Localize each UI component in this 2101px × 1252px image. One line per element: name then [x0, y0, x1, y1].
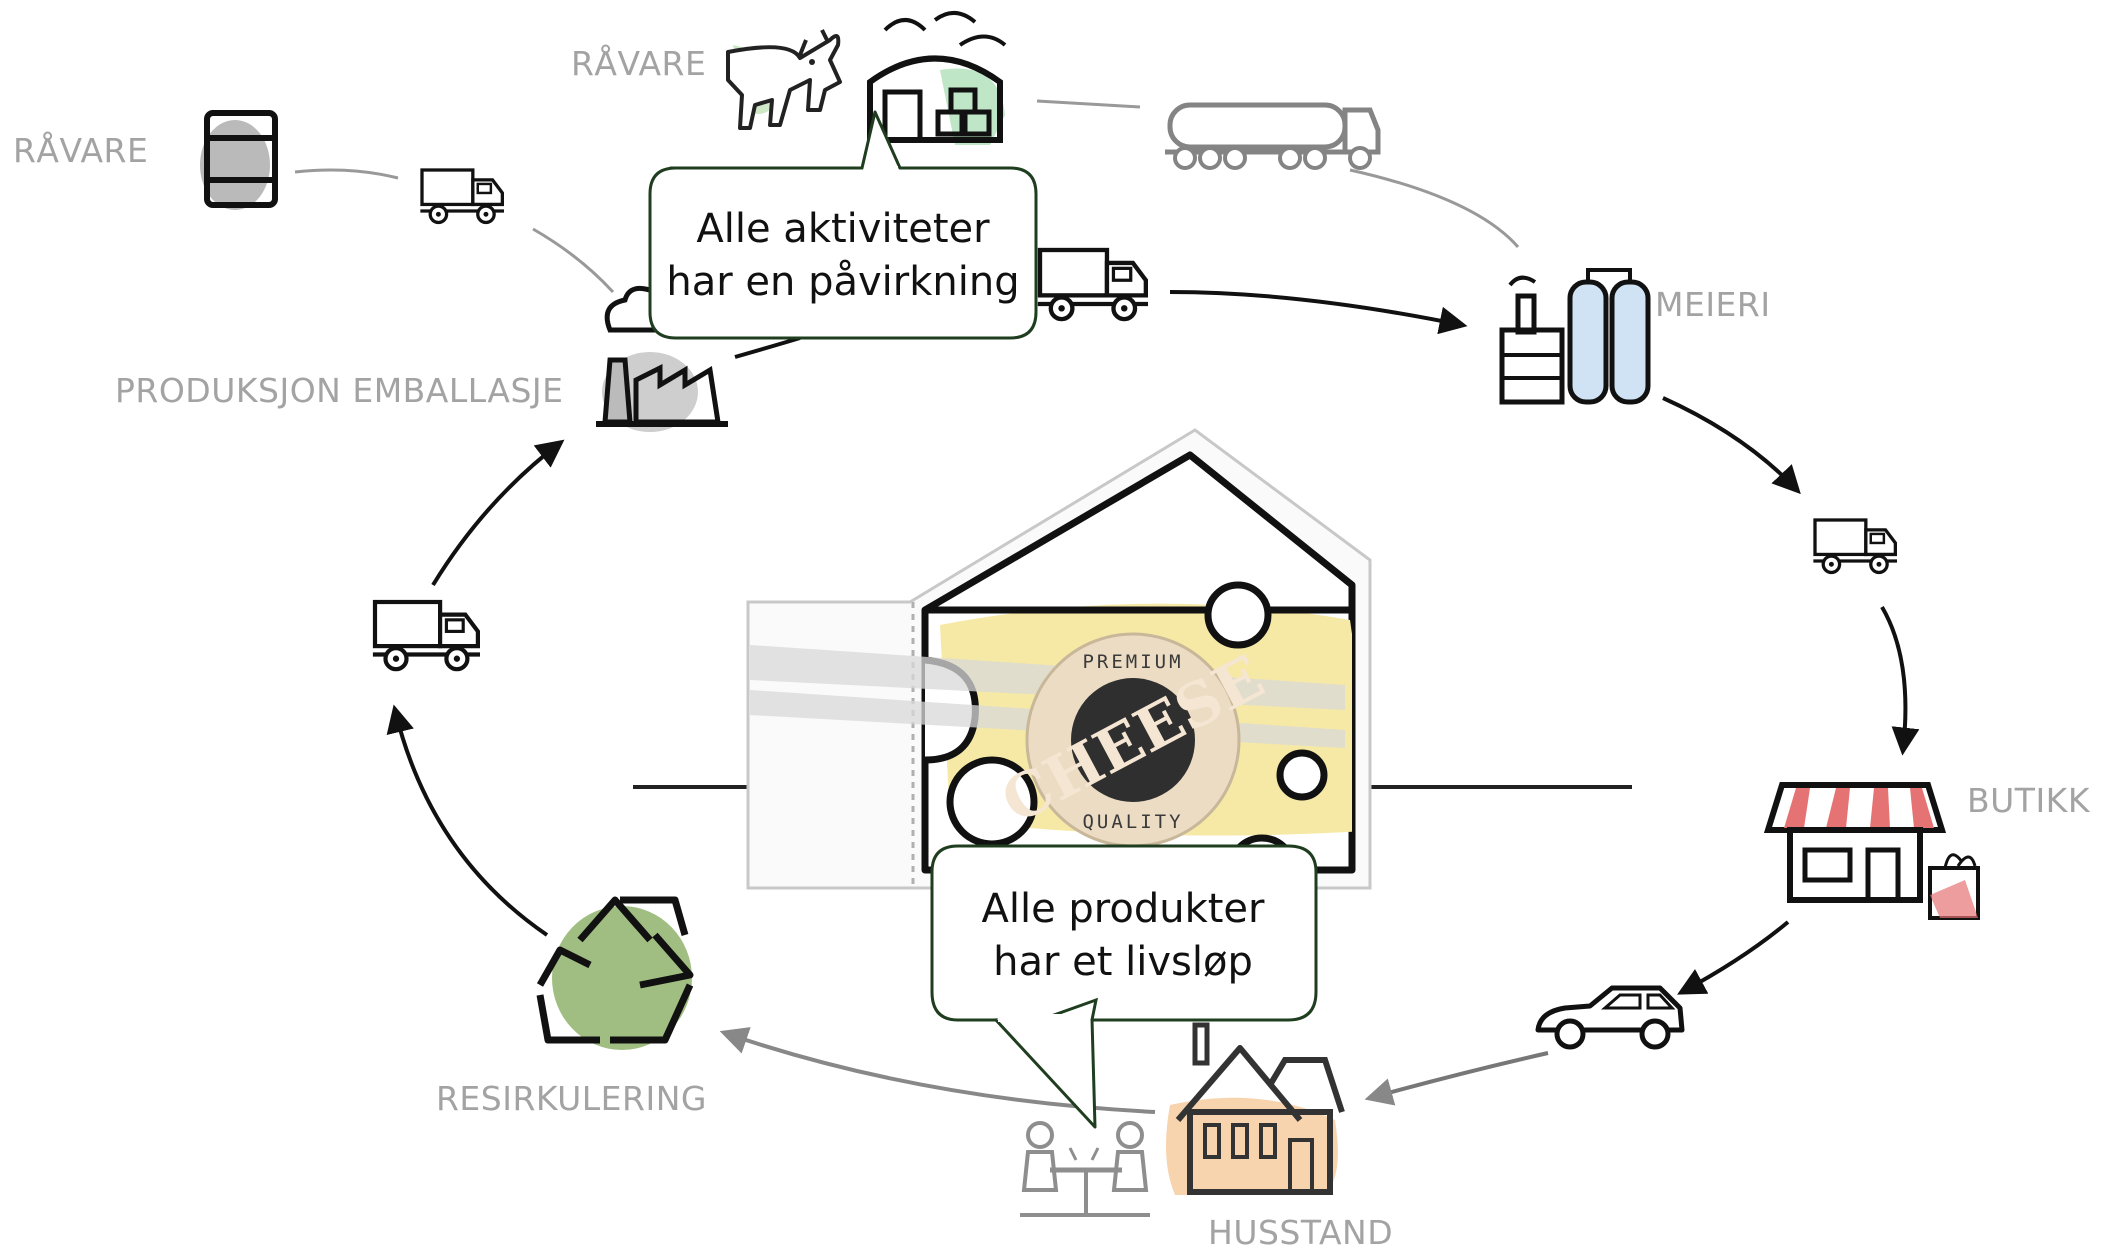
- truck-icon-upper-left: [418, 168, 506, 225]
- arrow-truck-to-factory: [431, 439, 565, 587]
- connector-barn-to-tanker: [1036, 99, 1141, 109]
- connector-oil-to-truck: [294, 168, 399, 180]
- truck-icon-top: [1038, 250, 1148, 319]
- label-butikk: BUTIKK: [1967, 781, 2091, 820]
- arrow-truck-to-dairy: [1169, 290, 1468, 335]
- dining-people-icon: [1020, 1121, 1150, 1217]
- label-ravare-oil: RÅVARE: [13, 130, 148, 170]
- oil-barrel-icon: [200, 110, 278, 210]
- label-produksjon-emballasje: PRODUKSJON EMBALLASJE: [115, 371, 564, 410]
- barn-icon: [867, 11, 1007, 145]
- truck-icon-right: [1811, 518, 1899, 575]
- arrow-store-to-car: [1677, 920, 1790, 995]
- callout-top-line2: har en påvirkning: [666, 259, 1019, 305]
- callout-top-line1: Alle aktiviteter: [696, 206, 990, 252]
- truck-icon-left: [373, 602, 480, 669]
- car-icon: [1535, 985, 1685, 1050]
- label-meieri: MEIERI: [1655, 285, 1771, 324]
- callout-top: Alle aktiviteter har en påvirkning: [648, 110, 1038, 340]
- shopping-bag-icon: [1928, 853, 1980, 920]
- callout-bottom: Alle produkter har et livsløp: [930, 844, 1318, 1129]
- badge-top-text: PREMIUM: [1082, 651, 1183, 673]
- connector-tanker-to-dairy: [1349, 168, 1520, 248]
- label-ravare-milk: RÅVARE: [571, 43, 706, 83]
- label-husstand: HUSSTAND: [1208, 1213, 1393, 1252]
- cheese-package-icon: PREMIUM QUALITY CHEESE: [633, 428, 1632, 906]
- connector-truck-to-factory: [532, 227, 615, 294]
- dairy-factory-icon: [1499, 268, 1651, 405]
- house-icon: [1166, 1022, 1345, 1195]
- label-resirkulering: RESIRKULERING: [436, 1079, 707, 1118]
- badge-bottom-text: QUALITY: [1082, 811, 1183, 833]
- arrow-car-to-house: [1364, 1051, 1549, 1106]
- store-icon: [1763, 782, 1947, 903]
- connector-factory-to-bubble: [734, 336, 801, 359]
- recycle-icon: [536, 896, 694, 1050]
- cow-icon: [726, 29, 842, 130]
- arrow-recycle-to-truck: [386, 704, 549, 937]
- tanker-truck-icon: [1165, 102, 1381, 170]
- arrow-truck-to-store: [1880, 605, 1920, 756]
- arrow-dairy-to-truck: [1662, 396, 1801, 495]
- callout-bottom-line1: Alle produkter: [982, 886, 1266, 932]
- callout-bottom-line2: har et livsløp: [993, 939, 1253, 985]
